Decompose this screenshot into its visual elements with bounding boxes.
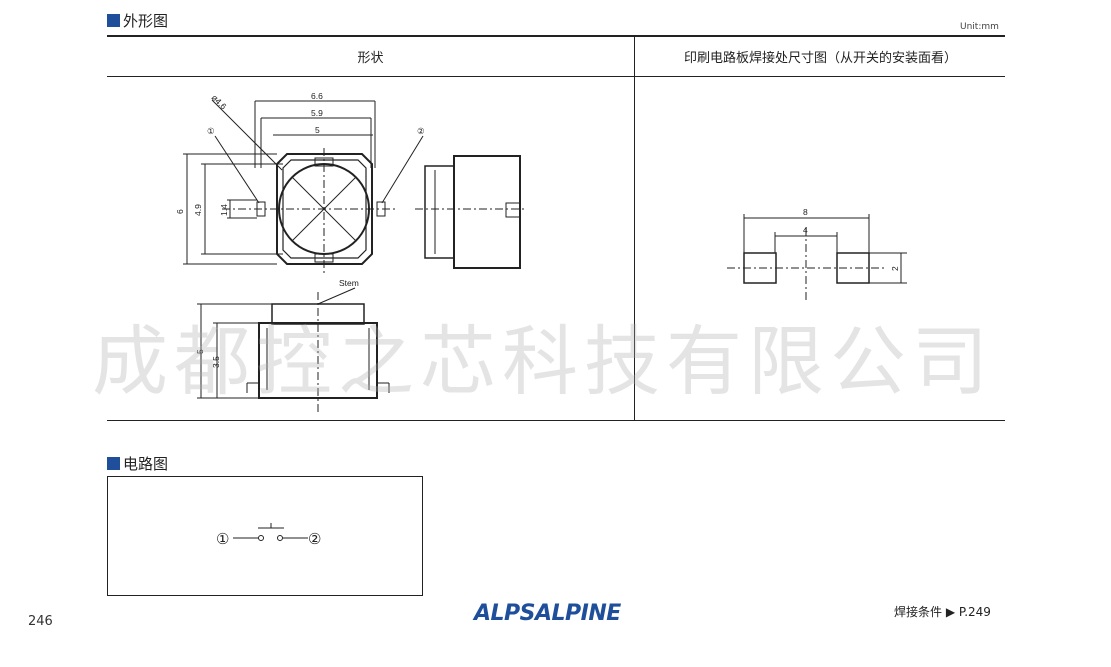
switch-side-view <box>453 155 521 269</box>
circuit-diagram-box: ① ② <box>107 476 423 596</box>
dim-5-9: 5.9 <box>311 108 323 118</box>
pin2-label: ② <box>417 126 425 136</box>
circuit-section-title: 电路图 <box>107 453 168 474</box>
dim-height-3-5: 3.5 <box>211 356 221 368</box>
section-marker-icon <box>107 14 120 27</box>
dim-6-6: 6.6 <box>311 91 323 101</box>
table-bottom-rule <box>107 420 1005 421</box>
column-header-shape: 形状 <box>357 51 384 66</box>
pcb-pad-right <box>836 252 870 284</box>
table-column-divider <box>634 36 635 421</box>
circuit-pin2: ② <box>308 531 321 548</box>
circuit-title-text: 电路图 <box>123 455 169 473</box>
pin1-label: ① <box>207 126 215 136</box>
pcb-dim-2: 2 <box>890 266 900 271</box>
dim-1-4: 1.4 <box>219 204 229 216</box>
page-number: 246 <box>28 614 53 629</box>
stem-label: Stem <box>339 278 359 288</box>
alpsalpine-logo: ALPSALPINE <box>474 601 621 626</box>
column-header-pcb: 印刷电路板焊接处尺寸图（从开关的安装面看） <box>683 51 957 66</box>
dim-6: 6 <box>175 209 185 214</box>
switch-front-view <box>258 322 378 399</box>
pcb-dim-4: 4 <box>803 225 808 235</box>
circuit-diagram: ① ② <box>216 523 321 548</box>
dim-phi-4-6: ø4.6 <box>210 92 229 111</box>
outline-title-text: 外形图 <box>123 12 169 30</box>
dim-4-9: 4.9 <box>193 204 203 216</box>
dim-5: 5 <box>315 125 320 135</box>
outline-section-title: 外形图 <box>107 10 168 31</box>
pcb-dim-8: 8 <box>803 207 808 217</box>
soldering-reference-link[interactable]: 焊接条件 ▶ P.249 <box>894 605 991 619</box>
section-marker-icon <box>107 457 120 470</box>
dimension-drawing: 6.6 5.9 5 ø4.6 ① ② 6 4.9 1.4 Stem 5 3.5 … <box>175 91 907 413</box>
switch-top-outline <box>276 153 373 265</box>
table-header-rule <box>107 76 1005 77</box>
table-top-rule <box>107 35 1005 37</box>
unit-label: Unit:mm <box>960 22 999 32</box>
circuit-pin1: ① <box>216 531 229 548</box>
dim-height-5: 5 <box>195 349 205 354</box>
